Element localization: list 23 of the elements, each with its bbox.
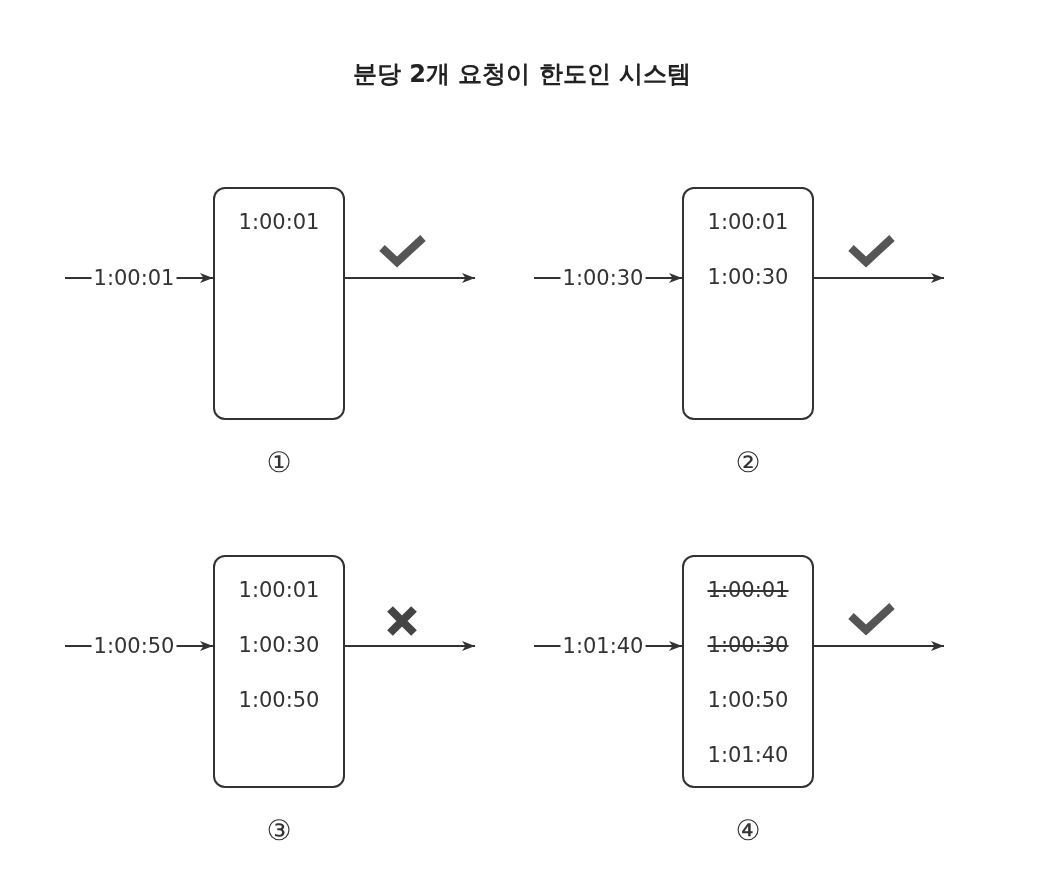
step-number: ④ — [735, 815, 761, 847]
step-number: ② — [735, 447, 761, 479]
timestamp: 1:00:50 — [238, 688, 320, 712]
queue-box — [213, 555, 345, 788]
arrow — [344, 641, 476, 651]
step-number: ③ — [266, 815, 292, 847]
timestamp: 1:00:01 — [238, 210, 320, 234]
arrow — [813, 273, 945, 283]
arrow — [813, 641, 945, 651]
timestamp: 1:01:40 — [707, 743, 789, 767]
arrow — [344, 273, 476, 283]
queue-box — [682, 555, 814, 788]
queue-box — [682, 187, 814, 420]
timestamp: 1:00:30 — [707, 633, 789, 657]
timestamp: 1:00:30 — [238, 633, 320, 657]
timestamp: 1:00:50 — [707, 688, 789, 712]
timestamp: 1:00:01 — [707, 210, 789, 234]
queue-box — [213, 187, 345, 420]
timestamp: 1:00:01 — [707, 578, 789, 602]
title: 분당 2개 요청이 한도인 시스템 — [352, 59, 692, 90]
timestamp: 1:00:30 — [707, 265, 789, 289]
step-number: ① — [266, 447, 292, 479]
timestamp: 1:00:01 — [238, 578, 320, 602]
